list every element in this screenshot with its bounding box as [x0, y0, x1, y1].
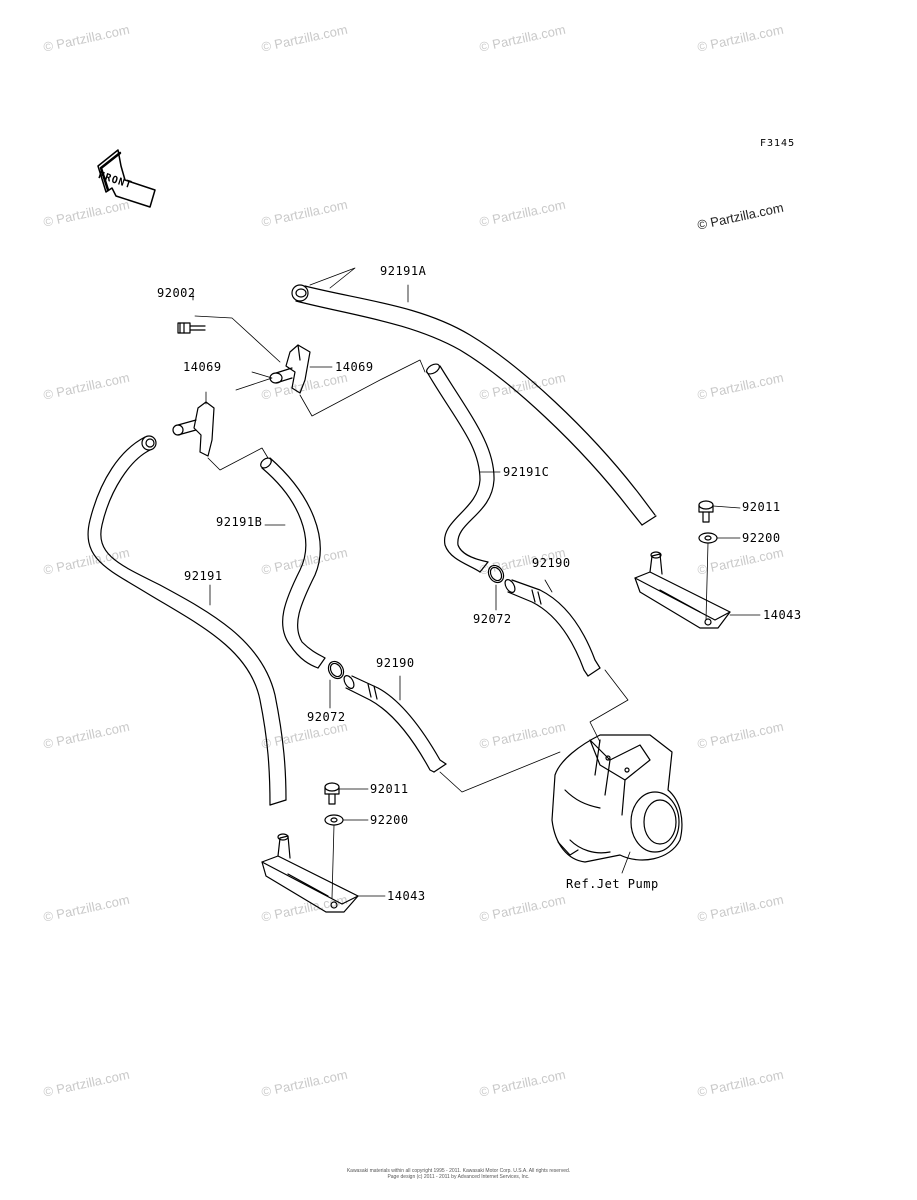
part-label-92011-left: 92011 [370, 782, 409, 796]
part-label-92072-left: 92072 [307, 710, 346, 724]
hose-92191A [291, 284, 657, 526]
fitting-14069-left [172, 401, 215, 457]
part-label-92191A: 92191A [380, 264, 427, 278]
part-label-92011-right: 92011 [742, 500, 781, 514]
part-label-92191: 92191 [184, 569, 223, 583]
part-label-92072-right: 92072 [473, 612, 512, 626]
bolt-92011-left [324, 782, 340, 805]
hose-92191B [260, 457, 326, 669]
part-label-14069-left: 14069 [183, 360, 222, 374]
washer-92200-left [324, 814, 344, 826]
part-label-92191B: 92191B [216, 515, 263, 529]
part-label-92002: 92002 [157, 286, 196, 300]
ref-jet-pump-label: Ref.Jet Pump [566, 877, 659, 891]
washer-92200-right [698, 532, 718, 544]
hose-92190-right [504, 579, 601, 677]
copyright-footer: Kawasaki materials within all copyright … [0, 1168, 917, 1180]
footer-line-1: Kawasaki materials within all copyright … [346, 1168, 571, 1174]
part-label-92190-right: 92190 [532, 556, 571, 570]
jet-pump [551, 734, 683, 863]
part-label-14043-right: 14043 [763, 608, 802, 622]
clamp-92072-left [327, 660, 345, 680]
bolt-92011-right [698, 500, 714, 523]
fitting-14069-right [269, 344, 311, 394]
part-label-92200-right: 92200 [742, 531, 781, 545]
clamp-92072-right [487, 564, 505, 584]
part-label-92190-left: 92190 [376, 656, 415, 670]
bracket-14043-left [261, 833, 359, 913]
part-label-14069-right: 14069 [335, 360, 374, 374]
part-label-92200-left: 92200 [370, 813, 409, 827]
hose-92191 [87, 435, 287, 806]
figure-code: F3145 [760, 138, 796, 149]
part-label-14043-left: 14043 [387, 889, 426, 903]
front-arrow-icon [97, 149, 156, 208]
hose-92191C [426, 363, 495, 573]
hose-92190-left [343, 675, 447, 773]
part-label-92191C: 92191C [503, 465, 550, 479]
footer-line-2: Page design (c) 2011 - 2011 by Advanced … [387, 1174, 530, 1180]
bolt-92002 [177, 322, 206, 334]
bracket-14043-right [634, 551, 731, 629]
